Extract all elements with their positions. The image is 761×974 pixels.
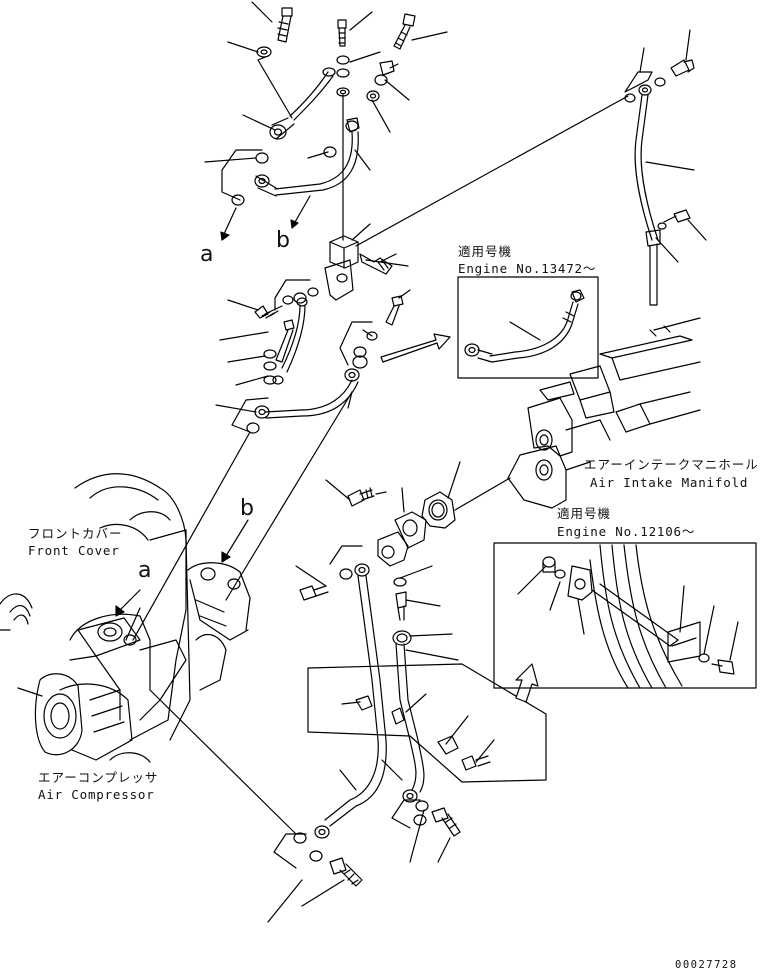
front-cover-label-en: Front Cover	[28, 543, 120, 558]
gasket	[421, 491, 456, 529]
top-bolt-group	[231, 7, 416, 206]
arrow-label-a-left: a	[138, 558, 152, 583]
compressor-label-en: Air Compressor	[38, 787, 155, 802]
front-cover	[0, 473, 191, 741]
engine-no-12106-jp: 適用号機	[557, 506, 612, 521]
front-cover-label-jp: フロントカバー	[28, 526, 123, 541]
arrow-label-a-top: a	[200, 242, 214, 267]
manifold-label-jp: エアーインテークマニホールド	[584, 457, 761, 472]
arrow-label-b-left: b	[240, 496, 254, 521]
air-compressor	[34, 562, 251, 763]
engine-no-13472-en: Engine No.13472～	[458, 261, 597, 276]
middle-bolt-group	[246, 287, 404, 434]
compressor-label-jp: エアーコンプレッサ	[38, 770, 159, 785]
manifold-label-en: Air Intake Manifold	[590, 475, 749, 490]
engine-no-12106-en: Engine No.12106～	[557, 524, 696, 539]
intake-manifold	[507, 325, 701, 509]
right-tube	[624, 59, 695, 306]
engine-no-13472-jp: 適用号機	[458, 244, 513, 259]
elbow-fitting	[377, 511, 427, 567]
inset-box-12106	[493, 542, 757, 689]
drawing-code: 00027728	[675, 959, 738, 971]
arrow-label-b-top: b	[276, 228, 290, 253]
lower-tubes	[273, 545, 491, 887]
inset-clamp-12106	[542, 544, 735, 689]
inset-box-13472	[457, 276, 599, 379]
valve-block	[324, 235, 393, 301]
inset-tube-13472	[464, 289, 585, 363]
